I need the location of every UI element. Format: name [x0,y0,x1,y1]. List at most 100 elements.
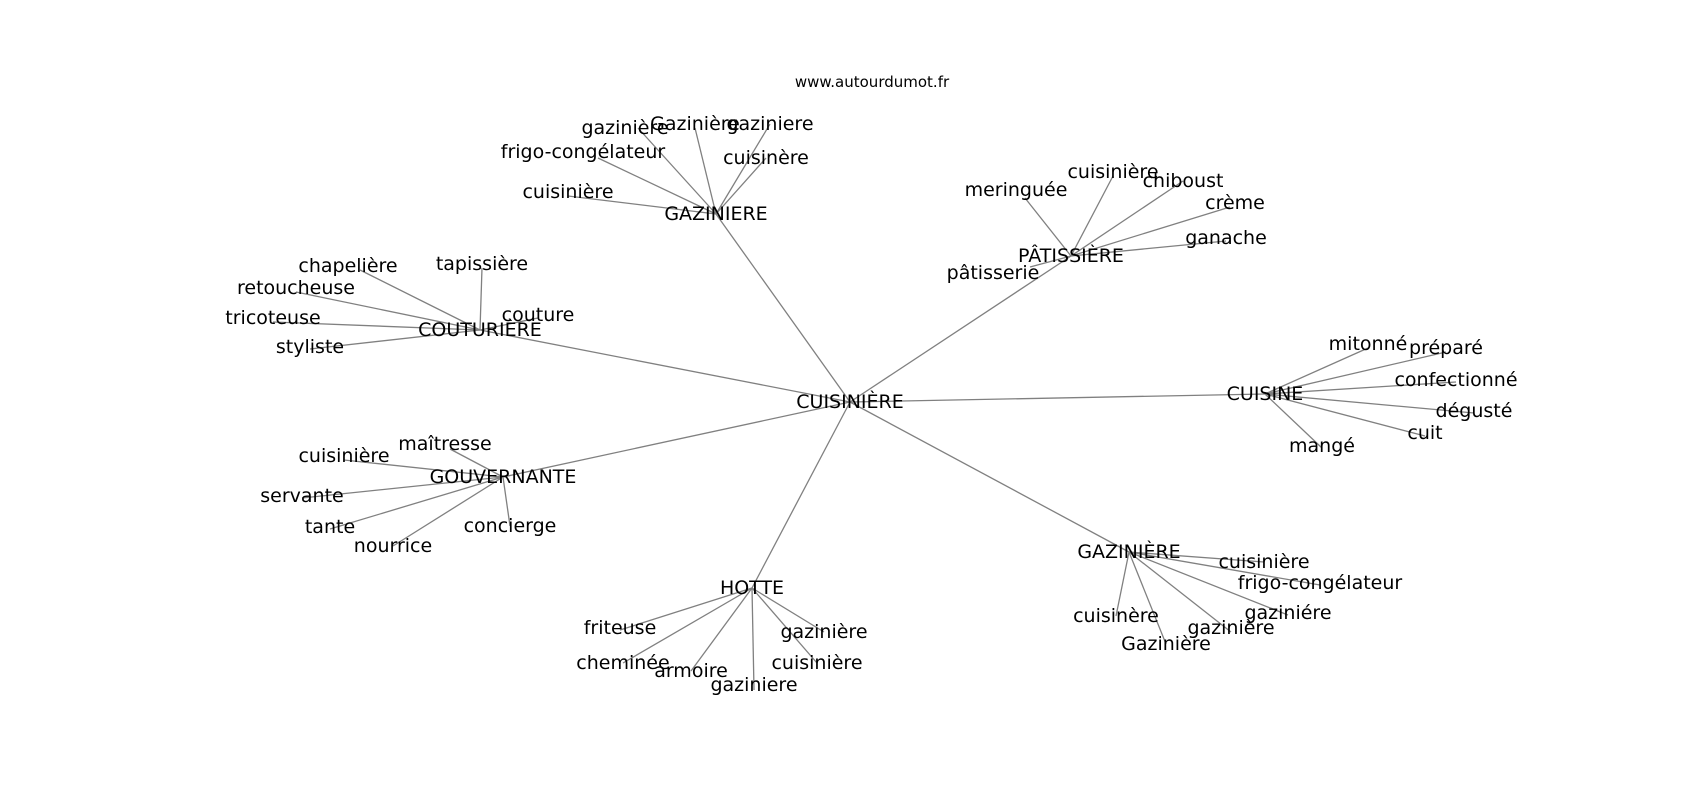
edge-cluster-3-leaf-4 [1264,393,1426,437]
leaf-node-label: tante [305,516,355,538]
leaf-node-label: crème [1205,192,1265,214]
graph-labels: CUISINIÈREGAZINIEREgazinièreGazinièregaz… [225,113,1517,696]
edge-cluster-5-leaf-0 [1128,551,1265,563]
edge-cluster-1-leaf-3 [1070,206,1231,257]
edge-cluster-1-leaf-5 [1029,255,1072,268]
cluster-node-label: COUTURIÈRE [418,318,542,341]
edge-cluster-1-leaf-2 [1070,180,1184,257]
edge-cluster-6-leaf-0 [619,587,753,631]
leaf-node-label: meringuée [965,179,1068,201]
edge-root-cluster-2 [479,329,851,403]
leaf-node-label: cuisinière [771,652,862,674]
leaf-node-label: cuisinière [298,445,389,467]
edge-cluster-3-leaf-5 [1264,393,1323,449]
edge-cluster-6-leaf-1 [622,587,753,664]
edge-cluster-1-leaf-4 [1070,240,1227,257]
cluster-node-label: HOTTE [720,577,784,599]
site-url: www.autourdumot.fr [795,73,950,91]
leaf-node-label: cuit [1407,422,1442,444]
edge-cluster-0-leaf-4 [715,157,767,215]
leaf-node-label: gaziniére [1244,602,1331,624]
leaf-node-label: armoire [654,660,728,682]
leaf-node-label: cuisinière [1067,161,1158,183]
edge-cluster-2-leaf-4 [309,329,481,350]
leaf-node-label: Gazinière [650,113,740,135]
edge-cluster-5-leaf-1 [1128,551,1321,586]
cluster-node-label: PÂTISSIÈRE [1018,244,1124,267]
leaf-node-label: dégusté [1436,400,1513,422]
edge-root-cluster-6 [751,401,851,589]
edge-cluster-4-leaf-2 [301,476,504,499]
edge-cluster-0-leaf-5 [567,195,717,215]
cluster-node-label: GOUVERNANTE [430,466,577,488]
leaf-node-label: tapissière [436,253,528,275]
edge-root-cluster-4 [502,401,851,478]
leaf-node-label: nourrice [354,535,432,557]
leaf-node-label: frigo-congélateur [501,141,666,163]
edge-cluster-3-leaf-3 [1264,393,1475,414]
leaf-node-label: tricoteuse [225,307,320,329]
leaf-node-label: chapelière [298,255,397,277]
edge-cluster-6-leaf-3 [751,587,755,691]
edge-cluster-2-leaf-3 [272,321,481,331]
leaf-node-label: gazinière [1187,617,1274,639]
edge-cluster-3-leaf-2 [1264,381,1457,395]
leaf-node-label: Gazinière [1121,633,1211,655]
edge-root-cluster-3 [849,393,1266,403]
leaf-node-label: gazinière [581,117,668,139]
graph-edges [272,123,1475,691]
leaf-node-label: cuisinière [522,181,613,203]
leaf-node-label: cuisinère [723,147,809,169]
edge-cluster-2-leaf-5 [479,317,539,331]
leaf-node-label: maîtresse [398,433,491,455]
edge-cluster-0-leaf-0 [637,127,717,215]
edge-cluster-3-leaf-0 [1264,347,1369,395]
edge-cluster-4-leaf-1 [343,459,504,478]
edge-cluster-0-leaf-3 [597,157,717,215]
edge-cluster-4-leaf-5 [502,476,511,527]
root-node-label: CUISINIÈRE [796,390,903,413]
edge-cluster-1-leaf-1 [1070,175,1114,257]
leaf-node-label: chiboust [1143,170,1224,192]
edge-cluster-0-leaf-2 [715,123,771,215]
leaf-node-label: pâtisserie [947,262,1040,284]
edge-cluster-0-leaf-1 [694,127,717,215]
leaf-node-label: cuisinère [1073,605,1159,627]
edge-cluster-2-leaf-2 [295,291,481,331]
leaf-node-label: retoucheuse [237,277,355,299]
leaf-node-label: gazinière [780,621,867,643]
leaf-node-label: cuisinière [1218,551,1309,573]
leaf-node-label: confectionné [1394,369,1517,391]
edge-cluster-3-leaf-1 [1264,351,1447,395]
leaf-node-label: ganache [1185,227,1267,249]
cluster-node-label: CUISINE [1227,383,1304,405]
edge-cluster-5-leaf-2 [1128,551,1289,616]
leaf-node-label: mitonné [1329,333,1408,355]
leaf-node-label: concierge [464,515,557,537]
edge-cluster-2-leaf-0 [359,269,481,331]
edge-cluster-5-leaf-5 [1115,551,1130,617]
cluster-node-label: GAZINIÈRE [1077,540,1180,563]
leaf-node-label: gaziniere [726,113,813,135]
edge-cluster-6-leaf-2 [690,587,753,672]
leaf-node-label: préparé [1409,337,1483,359]
leaf-node-label: frigo-congélateur [1238,572,1403,594]
leaf-node-label: friteuse [584,617,657,639]
edge-cluster-4-leaf-4 [392,476,504,547]
leaf-node-label: mangé [1289,435,1355,457]
edge-root-cluster-1 [849,255,1072,403]
edge-cluster-1-leaf-0 [1024,197,1072,257]
edge-cluster-5-leaf-4 [1128,551,1167,645]
edge-root-cluster-5 [849,401,1130,553]
leaf-node-label: couture [502,304,575,326]
leaf-node-label: gaziniere [710,674,797,696]
edge-cluster-4-leaf-0 [449,448,504,478]
edge-cluster-6-leaf-5 [751,587,825,633]
edge-cluster-6-leaf-4 [751,587,818,664]
edge-cluster-4-leaf-3 [329,476,504,530]
leaf-node-label: styliste [276,336,344,358]
edge-cluster-5-leaf-3 [1128,551,1232,633]
edge-cluster-2-leaf-1 [479,267,483,331]
edge-root-cluster-0 [715,213,851,403]
